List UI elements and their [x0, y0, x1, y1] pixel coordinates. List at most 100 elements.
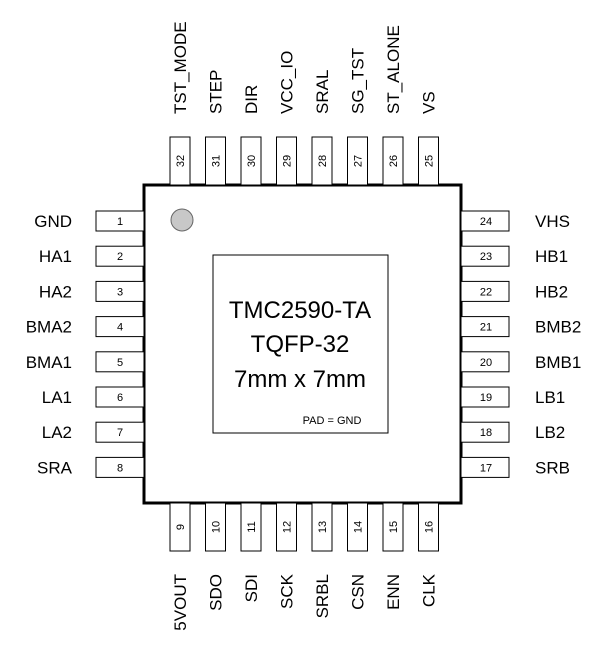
pin-32-number: 32: [175, 155, 187, 167]
exposed-pad: [212, 254, 389, 434]
pin-15-number: 15: [388, 521, 400, 533]
pin-19-number: 19: [480, 392, 492, 404]
pin-10-box: [205, 502, 226, 552]
pin-22-number: 22: [480, 286, 492, 298]
pin-26-name: ST_ALONE: [384, 25, 403, 114]
pin-21-box: [460, 316, 510, 338]
pin-6-name: LA1: [42, 388, 72, 407]
pin-1-box: [95, 210, 145, 232]
pin-11-name: SDI: [242, 574, 261, 602]
pin-6-box: [95, 386, 145, 408]
pin-2-box: [95, 245, 145, 267]
pin-24-number: 24: [480, 216, 492, 228]
pin-27-box: [347, 136, 368, 186]
pin-31-number: 31: [211, 155, 223, 167]
pin-13-box: [311, 502, 333, 552]
pin-22-box: [460, 280, 510, 302]
pin-28-name: SRAL: [313, 70, 332, 114]
pin-20-number: 20: [480, 357, 492, 369]
pin-10-number: 10: [211, 521, 223, 533]
chip-title-line-1: TMC2590-TA: [229, 297, 371, 324]
pin-5-box: [95, 351, 145, 373]
pin-25-box: [418, 136, 439, 186]
chip-title-line-3: 7mm x 7mm: [234, 366, 366, 393]
pin-24-name: VHS: [535, 212, 570, 231]
pin-14-number: 14: [353, 521, 365, 533]
pin-8-box: [95, 456, 145, 478]
pin-26-number: 26: [388, 155, 400, 167]
pin-21-number: 21: [480, 322, 492, 334]
pin-17-name: SRB: [535, 458, 570, 477]
pin-29-number: 29: [282, 155, 294, 167]
pin-8-number: 8: [117, 462, 123, 474]
pin-22-name: HB2: [535, 282, 568, 301]
pin-7-number: 7: [117, 427, 123, 439]
pin-25-number: 25: [424, 155, 436, 167]
pin-12-number: 12: [282, 521, 294, 533]
pin-9-number: 9: [175, 524, 187, 530]
chip-title-line-2: TQFP-32: [251, 331, 350, 358]
pin-23-number: 23: [480, 251, 492, 263]
pin-20-box: [460, 351, 510, 373]
pin-5-number: 5: [117, 357, 123, 369]
pin-30-box: [240, 136, 262, 186]
pin-4-name: BMA2: [26, 318, 72, 337]
pin-13-number: 13: [317, 521, 329, 533]
pin-16-box: [418, 502, 439, 552]
pin-27-name: SG_TST: [349, 48, 368, 114]
pin-31-box: [205, 136, 226, 186]
pin-31-name: STEP: [207, 70, 226, 114]
pin-13-name: SRBL: [313, 574, 332, 618]
pin-28-number: 28: [317, 155, 329, 167]
pin-29-box: [276, 136, 297, 186]
pin-21-name: BMB2: [535, 318, 581, 337]
pin-24-box: [460, 210, 510, 232]
pin-17-box: [460, 456, 510, 478]
pin-4-box: [95, 316, 145, 338]
pin1-marker: [170, 208, 194, 232]
pin-11-box: [240, 502, 262, 552]
pin-20-name: BMB1: [535, 353, 581, 372]
pin-16-name: CLK: [420, 573, 439, 607]
pin-5-name: BMA1: [26, 353, 72, 372]
pin-12-name: SCK: [278, 573, 297, 609]
pin-28-box: [311, 136, 333, 186]
pin-15-box: [382, 502, 404, 552]
pin-23-box: [460, 245, 510, 267]
pin-1-number: 1: [117, 216, 123, 228]
pin-15-name: ENN: [384, 574, 403, 610]
pin-14-box: [347, 502, 368, 552]
pin-2-name: HA1: [39, 247, 72, 266]
pin-23-name: HB1: [535, 247, 568, 266]
pin-8-name: SRA: [37, 458, 73, 477]
pin-7-box: [95, 421, 145, 443]
pin-11-number: 11: [246, 521, 258, 532]
pin-18-name: LB2: [535, 423, 565, 442]
pin-12-box: [276, 502, 297, 552]
pin-3-number: 3: [117, 286, 123, 298]
pin-26-box: [382, 136, 404, 186]
pin-10-name: SDO: [207, 574, 226, 611]
pin-7-name: LA2: [42, 423, 72, 442]
pin-27-number: 27: [353, 155, 365, 167]
pin-25-name: VS: [420, 91, 439, 114]
pad-note: PAD = GND: [303, 415, 362, 427]
pin-9-box: [169, 502, 191, 552]
pin-16-number: 16: [424, 521, 436, 533]
pin-32-name: TST_MODE: [171, 21, 190, 114]
pin-32-box: [169, 136, 191, 186]
pin-17-number: 17: [480, 462, 492, 474]
pin-30-name: DIR: [242, 85, 261, 114]
pin-19-name: LB1: [535, 388, 565, 407]
pin-4-number: 4: [117, 322, 123, 334]
pin-18-box: [460, 421, 510, 443]
pin-30-number: 30: [246, 155, 258, 167]
pin-6-number: 6: [117, 392, 123, 404]
pin-3-box: [95, 280, 145, 302]
pin-29-name: VCC_IO: [278, 51, 297, 114]
pin-2-number: 2: [117, 251, 123, 263]
pin-9-name: 5VOUT: [171, 574, 190, 631]
pin-1-name: GND: [34, 212, 72, 231]
